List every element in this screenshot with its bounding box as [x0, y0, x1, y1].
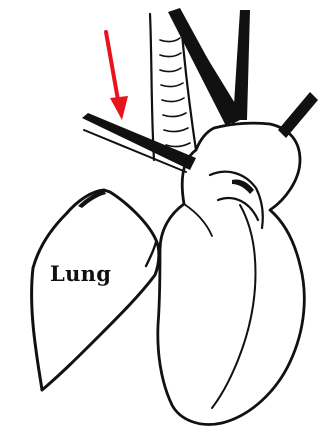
- lung-label: Lung: [50, 261, 111, 286]
- left-lung: [32, 190, 159, 390]
- arrow-indicator: [106, 32, 128, 120]
- pulmonary-vessel: [82, 113, 196, 172]
